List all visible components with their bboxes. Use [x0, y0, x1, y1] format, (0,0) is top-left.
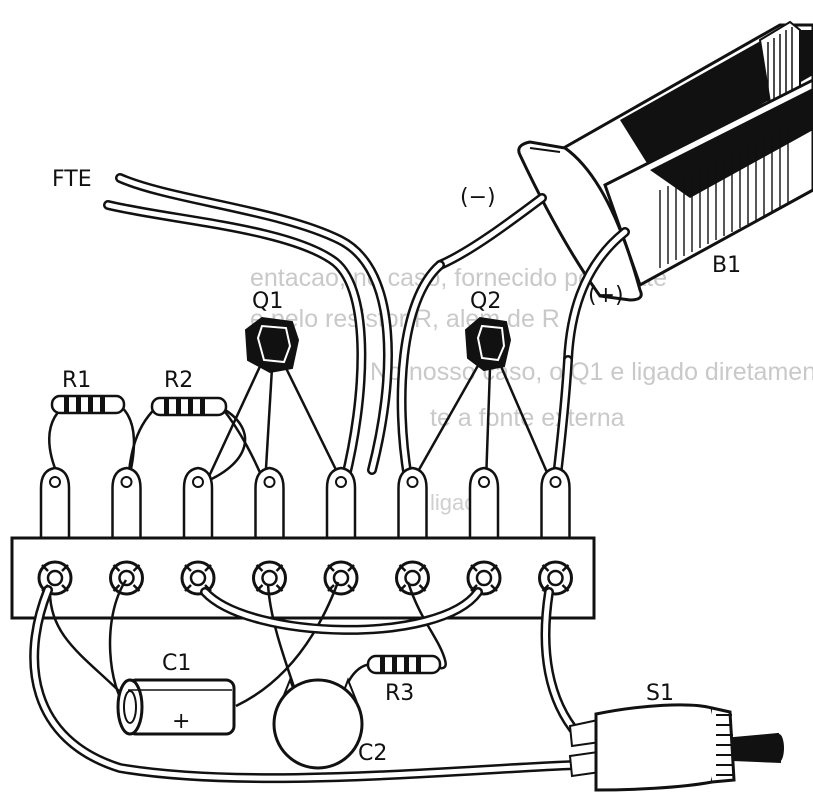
solder-lug-4	[254, 466, 285, 540]
bleed-line-3: No nosso caso, o Q1 e ligado diretamen	[370, 358, 813, 386]
label-q1: Q1	[252, 289, 283, 314]
terminal-screw-7	[466, 560, 502, 596]
label-c1: C1	[162, 651, 191, 676]
solder-lug-hole-3	[192, 476, 204, 488]
label-b1: B1	[712, 253, 741, 278]
terminal-screw-3	[180, 560, 216, 596]
label-battery-negative: (−)	[460, 185, 496, 210]
label-battery-positive: (+)	[588, 283, 624, 308]
solder-lug-5	[325, 466, 357, 540]
switch-s1	[568, 703, 784, 792]
solder-lug-hole-1	[49, 476, 61, 488]
terminal-screw-2	[109, 560, 144, 596]
label-r1: R1	[62, 368, 91, 393]
solder-lug-hole-4	[263, 476, 276, 488]
component-labels: FTE (−) B1 (+) Q1 Q2 R1 R2 C1 R3 C2 S1	[52, 167, 741, 766]
terminal-screws	[37, 560, 573, 596]
terminal-strip-base	[10, 536, 596, 620]
terminal-screw-5	[323, 560, 359, 596]
transistor-q2	[410, 316, 554, 485]
fte-wires	[103, 173, 573, 490]
solder-lug-2	[111, 466, 142, 540]
terminal-screw-8	[538, 560, 573, 596]
jumper-wires	[29, 585, 583, 784]
solder-lug-8	[540, 466, 571, 540]
capacitor-c1: +	[48, 579, 340, 736]
solder-lug-hole-2	[120, 476, 133, 488]
solder-lug-3	[182, 466, 214, 540]
label-r3: R3	[385, 681, 414, 706]
label-r2: R2	[164, 368, 193, 393]
solder-lug-hole-5	[335, 476, 347, 488]
solder-lug-7	[468, 466, 500, 540]
terminal-strip	[10, 466, 596, 620]
c1-polarity-mark: +	[172, 709, 190, 734]
solder-lug-hole-6	[406, 476, 419, 488]
solder-lug-6	[397, 466, 428, 540]
resistor-r1	[48, 394, 136, 483]
solder-lug-hole-7	[478, 476, 490, 488]
solder-lugs	[39, 466, 571, 540]
battery-b1	[435, 20, 813, 365]
label-s1: S1	[646, 681, 674, 706]
label-fte: FTE	[52, 167, 92, 192]
label-q2: Q2	[470, 289, 501, 314]
solder-lug-1	[39, 466, 71, 540]
resistor-r3	[366, 581, 447, 675]
label-c2: C2	[358, 741, 387, 766]
terminal-screw-6	[395, 560, 430, 596]
solder-lug-hole-8	[549, 476, 562, 488]
